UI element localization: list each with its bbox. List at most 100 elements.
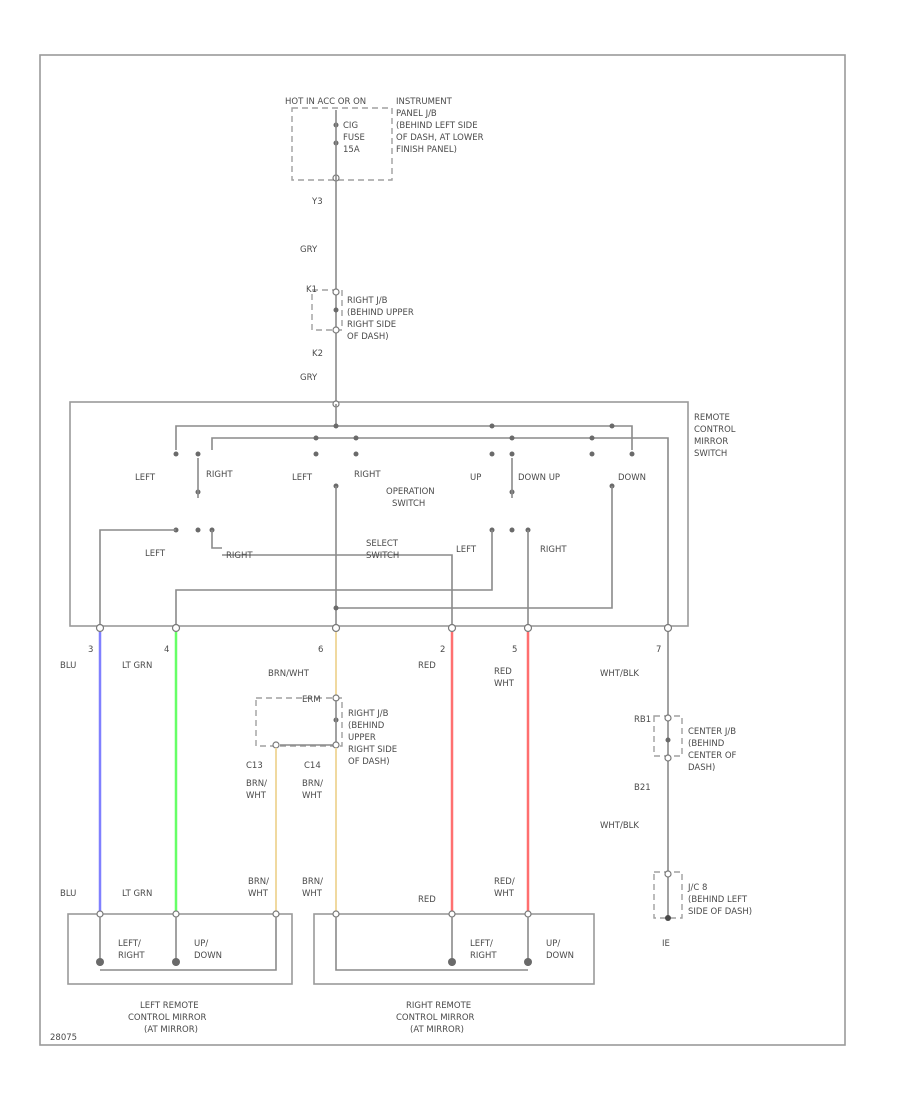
mirror-switch-box: [69, 401, 689, 627]
hot-in-acc-label: HOT IN ACC OR ON: [285, 97, 366, 107]
svg-text:LEFT REMOTE: LEFT REMOTE: [140, 1001, 199, 1011]
svg-text:WHT: WHT: [494, 679, 515, 689]
ground-jc-dot: [665, 915, 671, 921]
svg-text:WHT: WHT: [494, 889, 515, 899]
svg-text:SELECT: SELECT: [366, 539, 399, 549]
sel-right-2: RIGHT: [540, 545, 567, 555]
svg-text:WHT: WHT: [302, 791, 323, 801]
c14-label: C14: [304, 761, 321, 771]
svg-text:RED: RED: [494, 667, 512, 677]
svg-text:OF DASH): OF DASH): [347, 332, 389, 342]
svg-text:DASH): DASH): [688, 763, 715, 773]
wire-redwht-label: RED WHT: [494, 667, 515, 689]
switch-bus-dots: [313, 423, 615, 441]
center-jb-dot: [665, 737, 671, 743]
svg-text:CENTER OF: CENTER OF: [688, 751, 737, 761]
svg-text:(BEHIND UPPER: (BEHIND UPPER: [347, 308, 414, 318]
rm-motor-1-icon: [448, 958, 456, 966]
svg-text:OF DASH, AT LOWER: OF DASH, AT LOWER: [396, 133, 484, 143]
op-right-2: RIGHT: [354, 470, 381, 480]
select-switch-contacts: [173, 527, 531, 533]
pin-6-label: 6: [318, 645, 323, 655]
svg-text:FUSE: FUSE: [343, 133, 365, 143]
svg-text:WHT: WHT: [302, 889, 323, 899]
rm-red-label: RED: [418, 895, 436, 905]
pin-2-label: 2: [440, 645, 445, 655]
ip-jb-label: INSTRUMENT PANEL J/B (BEHIND LEFT SIDE O…: [396, 97, 484, 155]
lm-motor-1-label: LEFT/ RIGHT: [118, 939, 145, 961]
svg-text:SWITCH: SWITCH: [366, 551, 399, 561]
select-switch-label: SELECT SWITCH: [366, 539, 399, 561]
lm-brnwht-label: BRN/ WHT: [248, 877, 269, 899]
svg-text:MIRROR: MIRROR: [694, 437, 728, 447]
svg-text:RIGHT SIDE: RIGHT SIDE: [348, 745, 397, 755]
svg-text:(BEHIND: (BEHIND: [688, 739, 725, 749]
lm-motor-2-label: UP/ DOWN: [194, 939, 222, 961]
svg-text:(BEHIND LEFT SIDE: (BEHIND LEFT SIDE: [396, 121, 478, 131]
rm-internal-common: [335, 917, 528, 971]
svg-text:BRN/: BRN/: [302, 779, 323, 789]
svg-text:FINISH PANEL): FINISH PANEL): [396, 145, 457, 155]
svg-text:RIGHT: RIGHT: [118, 951, 145, 961]
svg-text:LEFT/: LEFT/: [118, 939, 141, 949]
svg-text:UPPER: UPPER: [348, 733, 376, 743]
operation-switch-label: OPERATION SWITCH: [386, 487, 435, 509]
wire-whtblk-label: WHT/BLK: [600, 669, 639, 679]
right-jb-top-conn-label: K1: [306, 285, 317, 295]
svg-text:CONTROL: CONTROL: [694, 425, 736, 435]
cig-fuse-label: CIG FUSE 15A: [343, 121, 365, 155]
svg-text:RIGHT J/B: RIGHT J/B: [348, 709, 389, 719]
right-mirror-box: [313, 913, 595, 985]
op-common-dot: [333, 605, 339, 611]
svg-text:(BEHIND: (BEHIND: [348, 721, 385, 731]
ground-id-label: IE: [662, 939, 670, 949]
lm-motor-2-icon: [172, 958, 180, 966]
select-cross-1: [222, 554, 453, 626]
center-jb-label: CENTER J/B (BEHIND CENTER OF DASH): [688, 727, 737, 773]
operation-switch-contacts: [173, 451, 635, 495]
right-jb-mid-dashed-box: [255, 697, 343, 747]
op-left-1: LEFT: [135, 473, 156, 483]
mirror-switch-name: REMOTE CONTROL MIRROR SWITCH: [694, 413, 736, 459]
conn-b21-label: B21: [634, 783, 651, 793]
svg-text:CIG: CIG: [343, 121, 358, 131]
svg-text:WHT: WHT: [248, 889, 269, 899]
op-down-lead: [336, 486, 613, 609]
splice-conn-label: ERM: [302, 695, 321, 705]
op-left-2: LEFT: [292, 473, 313, 483]
rm-motor-1-label: LEFT/ RIGHT: [470, 939, 497, 961]
wire-red-label: RED: [418, 661, 436, 671]
right-jb-top-label: RIGHT J/B (BEHIND UPPER RIGHT SIDE OF DA…: [347, 296, 414, 342]
svg-text:RIGHT: RIGHT: [470, 951, 497, 961]
svg-text:(AT MIRROR): (AT MIRROR): [144, 1025, 198, 1035]
select-left-lead: [99, 529, 176, 626]
wire-brnwht-l-label: BRN/ WHT: [246, 779, 267, 801]
lm-internal-common: [100, 917, 277, 971]
svg-text:DOWN: DOWN: [194, 951, 222, 961]
svg-text:SIDE OF DASH): SIDE OF DASH): [688, 907, 752, 917]
right-jb-mid-label: RIGHT J/B (BEHIND UPPER RIGHT SIDE OF DA…: [348, 709, 397, 767]
svg-text:PANEL J/B: PANEL J/B: [396, 109, 437, 119]
ip-jb-dashed-box: [291, 107, 393, 181]
diagram-id: 28075: [50, 1033, 77, 1043]
wire-blu-label: BLU: [60, 661, 76, 671]
svg-text:BRN/: BRN/: [302, 877, 323, 887]
lm-blu-label: BLU: [60, 889, 76, 899]
svg-text:CONTROL MIRROR: CONTROL MIRROR: [128, 1013, 207, 1023]
right-jb-top-dot-1: [333, 307, 339, 313]
op-up-1: UP: [470, 473, 481, 483]
diagram-frame: [39, 54, 846, 1046]
svg-text:SWITCH: SWITCH: [392, 499, 425, 509]
conn-y3-label: Y3: [311, 197, 323, 207]
pin-3-label: 3: [88, 645, 93, 655]
conn-k2-label: K2: [312, 349, 323, 359]
switch-output-pins: [95, 623, 673, 633]
sel-right-1: RIGHT: [226, 551, 253, 561]
svg-text:RIGHT REMOTE: RIGHT REMOTE: [406, 1001, 471, 1011]
svg-text:J/C 8: J/C 8: [687, 883, 707, 893]
svg-text:BRN/: BRN/: [246, 779, 267, 789]
right-jb-top-term-1: [332, 288, 340, 296]
wire-gry-label-2: GRY: [300, 373, 318, 383]
svg-text:INSTRUMENT: INSTRUMENT: [396, 97, 453, 107]
